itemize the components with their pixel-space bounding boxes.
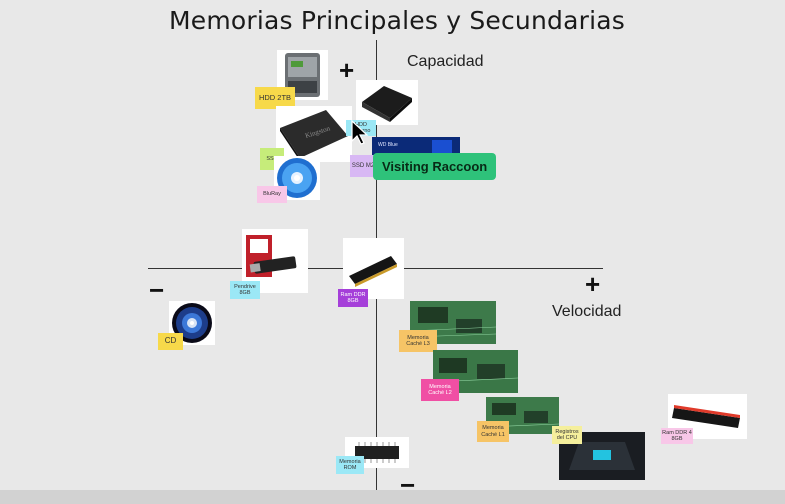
- external-hdd-photo[interactable]: [356, 80, 418, 125]
- rgb-ram-icon: [672, 405, 740, 428]
- sticky-cd[interactable]: CD: [158, 333, 183, 350]
- minus-left-sign: −: [149, 275, 165, 305]
- pendrive-icon: [246, 235, 297, 277]
- board-title: Memorias Principales y Secundarias: [169, 6, 625, 35]
- sticky-ram[interactable]: Ram DDR 8GB: [338, 289, 368, 307]
- sticky-pendrive[interactable]: Pendrive 8GB: [230, 281, 260, 299]
- x-axis-label: Velocidad: [552, 303, 622, 320]
- sticky-ram-ddr4[interactable]: Ram DDR 4 8GB: [661, 428, 693, 444]
- sticky-cache-l1[interactable]: Memoria Caché L1: [477, 421, 509, 442]
- rom-chip-icon: [355, 442, 399, 463]
- sticky-bluray[interactable]: BluRay: [257, 186, 287, 203]
- m2-ssd-photo[interactable]: WD Blue: [372, 137, 460, 157]
- sticky-cache-l3[interactable]: Memoria Caché L3: [399, 330, 437, 352]
- bluray-photo[interactable]: [274, 156, 320, 200]
- sticky-rom[interactable]: Memoria ROM: [336, 456, 364, 474]
- cpu-chip-icon: [559, 432, 645, 480]
- m2-brand-text: WD Blue: [378, 142, 398, 148]
- cpu-photo[interactable]: [559, 432, 645, 480]
- sticky-registers[interactable]: Registros del CPU: [552, 426, 582, 444]
- plus-right-sign: +: [585, 269, 601, 299]
- sticky-cache-l2[interactable]: Memoria Caché L2: [421, 379, 459, 401]
- m2-ssd-icon: WD Blue: [372, 137, 460, 157]
- arrow-cursor-icon: [351, 120, 369, 145]
- sticky-hdd[interactable]: HDD 2TB: [255, 87, 295, 109]
- collaborator-badge: Visiting Raccoon: [373, 153, 497, 180]
- y-axis-label: Capacidad: [407, 53, 484, 70]
- ssd-photo[interactable]: Kingston: [276, 106, 352, 162]
- cache-l2-photo[interactable]: [433, 350, 518, 393]
- sticky-ssd-m2[interactable]: SSD M2: [350, 155, 376, 177]
- plus-top-sign: +: [339, 55, 355, 85]
- bluray-disc-icon: [277, 158, 317, 198]
- bottom-bar: [0, 490, 785, 504]
- ssd-icon: Kingston: [280, 110, 348, 161]
- hdd-icon: [285, 53, 320, 97]
- external-hdd-icon: [362, 86, 412, 122]
- ram-module-icon: [349, 256, 397, 287]
- ram-photo[interactable]: [343, 238, 404, 299]
